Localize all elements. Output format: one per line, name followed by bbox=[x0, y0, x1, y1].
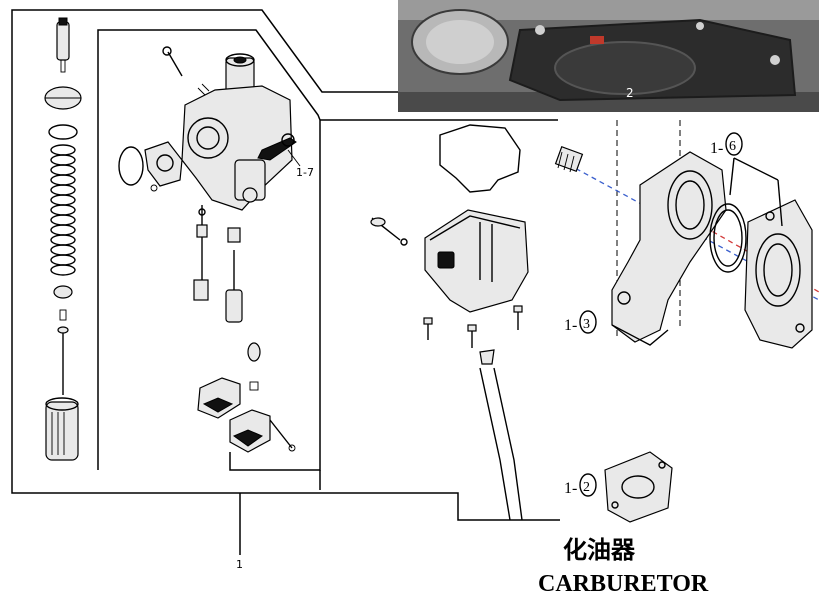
throttle-cable-assembly bbox=[44, 17, 82, 140]
choke-lever bbox=[257, 133, 297, 161]
main-jet-assembly bbox=[225, 227, 261, 362]
callout-1-6-prefix: 1- bbox=[710, 140, 723, 157]
callout-1: 1 bbox=[236, 558, 243, 571]
callout-1-3-circle bbox=[579, 310, 597, 334]
intake-manifold-detail bbox=[554, 120, 819, 523]
inner-frame-left bbox=[97, 29, 321, 471]
callout-1-2-number: 2 bbox=[583, 480, 590, 495]
engine-photo bbox=[398, 0, 819, 112]
title-english: CARBURETOR bbox=[538, 571, 709, 597]
callout-2-photo: 2 bbox=[626, 86, 634, 100]
jet-needle bbox=[57, 326, 69, 395]
callout-1-6-number: 6 bbox=[729, 139, 736, 154]
callout-1-2-prefix: 1- bbox=[564, 480, 577, 497]
callout-1-6-circle bbox=[725, 132, 743, 156]
callout-1-3-number: 3 bbox=[583, 317, 590, 332]
float-pair bbox=[197, 377, 296, 453]
manifold-gasket bbox=[744, 199, 813, 349]
manifold-body bbox=[611, 151, 727, 346]
float-bowl-gasket bbox=[439, 124, 521, 193]
callout-1-2: 1- 2 bbox=[564, 473, 597, 497]
callout-1-2-circle bbox=[579, 473, 597, 497]
idle-screw-assembly bbox=[193, 205, 209, 301]
throttle-spring bbox=[50, 144, 76, 276]
stud-bolt bbox=[554, 146, 584, 173]
callout-1-6: 1- 6 bbox=[710, 132, 743, 157]
manifold-o-ring bbox=[709, 203, 747, 273]
float-bowl bbox=[424, 209, 529, 313]
float-bowl-screws bbox=[423, 305, 523, 348]
callout-1-3: 1- 3 bbox=[564, 310, 597, 334]
drain-hose bbox=[479, 349, 523, 521]
throttle-slide bbox=[45, 397, 79, 461]
assembly-group-frame bbox=[240, 492, 560, 521]
needle-clip bbox=[53, 285, 73, 321]
outer-frame bbox=[11, 9, 400, 494]
callout-1-7: 1-7 bbox=[296, 166, 314, 179]
insulator-gasket bbox=[604, 451, 673, 523]
intake-gasket bbox=[118, 141, 183, 192]
callout-1-7-leader bbox=[287, 149, 301, 167]
carburetor-body bbox=[162, 46, 293, 211]
callout-1-3-prefix: 1- bbox=[564, 317, 577, 334]
title-chinese: 化油器 bbox=[563, 536, 636, 564]
drain-screw bbox=[370, 217, 408, 246]
